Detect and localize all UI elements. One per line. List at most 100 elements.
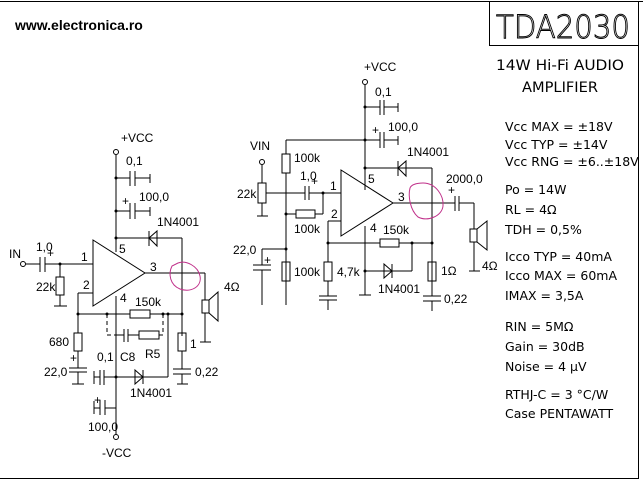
right-potentiometer-22k: 22k [237, 182, 271, 204]
spec-po: Po = 14W [505, 182, 566, 197]
left-circuit: +VCC 0,1 + 100,0 1 [9, 131, 240, 460]
svg-text:4Ω: 4Ω [224, 280, 240, 294]
right-diode-top: 1N4001 [365, 145, 449, 295]
right-cap-100: + 100,0 [365, 120, 418, 148]
title-box: TDA2030 [489, 1, 639, 47]
svg-text:4Ω: 4Ω [482, 259, 498, 273]
right-zobel: 1Ω 0,22 [423, 261, 468, 311]
svg-text:2000,0: 2000,0 [446, 172, 483, 186]
right-cap-0-1: 0,1 [365, 85, 399, 115]
svg-text:1N4001: 1N4001 [378, 282, 420, 296]
left-resistor-150k: 150k [129, 295, 162, 319]
spec-vcc-rng: Vcc RNG = ±6..±18V [505, 154, 639, 169]
svg-text:22k: 22k [237, 187, 257, 201]
svg-text:2: 2 [331, 207, 338, 221]
right-speaker: 4Ω [469, 219, 498, 273]
right-resistor-100k-bottom: 100k [281, 261, 321, 305]
svg-text:+: + [94, 393, 101, 407]
svg-text:1: 1 [81, 250, 88, 264]
svg-text:4: 4 [370, 221, 377, 235]
right-diode-bottom: 1N4001 [365, 243, 420, 296]
svg-text:+: + [311, 174, 318, 188]
spec-rin: RIN = 5MΩ [505, 319, 574, 334]
right-resistor-100k-mid: 100k [286, 193, 324, 236]
svg-text:+: + [448, 183, 455, 197]
svg-text:1N4001: 1N4001 [157, 215, 199, 229]
svg-text:4: 4 [120, 291, 127, 305]
svg-text:0,1: 0,1 [126, 154, 143, 168]
left-cap-100-bottom: + 100,0 [88, 393, 118, 434]
svg-text:+: + [70, 351, 77, 365]
svg-text:1Ω: 1Ω [441, 264, 457, 278]
left-in-label: IN [9, 247, 21, 261]
svg-text:1N4001: 1N4001 [130, 386, 172, 400]
svg-text:5: 5 [119, 242, 126, 256]
svg-text:0,22: 0,22 [195, 365, 219, 379]
svg-text:150k: 150k [383, 223, 410, 237]
svg-text:22,0: 22,0 [44, 365, 68, 379]
left-speaker: 4Ω [200, 280, 240, 343]
spec-rthj: RTHJ-C = 3 °C/W [505, 387, 608, 402]
svg-text:100,0: 100,0 [388, 120, 418, 134]
subtitle-line1: 14W Hi-Fi AUDIO [496, 58, 624, 74]
left-output-highlight [169, 261, 201, 291]
left-diode-top: 1N4001 [116, 215, 199, 336]
svg-text:2: 2 [83, 278, 90, 292]
spec-vcc-typ: Vcc TYP = ±14V [505, 137, 608, 152]
svg-text:3: 3 [150, 260, 157, 274]
right-circuit: +VCC 0,1 + 100,0 100k [233, 60, 498, 311]
svg-text:+: + [122, 194, 129, 208]
left-c8-r5-optional: C8 R5 [106, 314, 164, 364]
spec-rl: RL = 4Ω [505, 202, 557, 217]
svg-text:680: 680 [49, 335, 69, 349]
left-zobel: 1 0,22 [173, 314, 219, 385]
svg-text:R5: R5 [145, 347, 161, 361]
svg-text:100k: 100k [294, 222, 321, 236]
svg-text:+: + [372, 123, 379, 137]
svg-text:5: 5 [368, 172, 375, 186]
spec-gain: Gain = 30dB [505, 339, 585, 354]
svg-text:0,22: 0,22 [444, 292, 468, 306]
left-cap-22: + 22,0 [44, 351, 87, 385]
svg-text:+: + [47, 246, 54, 260]
svg-text:C8: C8 [120, 350, 136, 364]
spec-icco-max: Icco MAX = 60mA [505, 268, 617, 283]
left-vcc-neg-label: -VCC [102, 446, 132, 460]
right-vcc-pos-label: +VCC [364, 60, 397, 74]
spec-list: Vcc MAX = ±18V Vcc TYP = ±14V Vcc RNG = … [504, 119, 639, 421]
svg-text:100,0: 100,0 [139, 190, 169, 204]
svg-text:22,0: 22,0 [233, 243, 257, 257]
left-vcc-pos-terminal [113, 149, 119, 155]
left-cap-100: + 100,0 [116, 190, 169, 219]
svg-text:1: 1 [330, 179, 337, 193]
svg-text:1N4001: 1N4001 [407, 145, 449, 159]
spec-vcc-max: Vcc MAX = ±18V [505, 119, 613, 134]
right-resistor-4-7k: 4,7k [319, 261, 361, 310]
svg-text:4,7k: 4,7k [337, 265, 361, 279]
site-url: www.electronica.ro [14, 17, 143, 33]
left-cap-0-1: 0,1 [116, 154, 151, 186]
right-tda2030: 1 2 5 3 4 [330, 169, 405, 237]
spec-icco-typ: Icco TYP = 40mA [505, 249, 612, 264]
spec-imax: IMAX = 3,5A [505, 288, 584, 303]
right-vin-label: VIN [250, 139, 270, 153]
svg-text:100k: 100k [294, 151, 321, 165]
spec-tdh: TDH = 0,5% [504, 222, 582, 237]
svg-text:100k: 100k [294, 265, 321, 279]
left-resistor-680: 680 [49, 314, 83, 368]
svg-text:0,1: 0,1 [375, 85, 392, 99]
svg-text:100,0: 100,0 [88, 420, 118, 434]
svg-text:1: 1 [190, 337, 197, 351]
left-tda2030: 1 2 5 3 4 [81, 239, 157, 307]
spec-case: Case PENTAWATT [505, 406, 614, 421]
left-diode-bottom: 1N4001 [116, 314, 172, 400]
chip-title: TDA2030 [496, 8, 630, 46]
left-cap-0-1-bottom: 0,1 [93, 350, 116, 385]
right-output-highlight [408, 182, 444, 220]
svg-text:+: + [264, 253, 271, 267]
svg-text:3: 3 [398, 190, 405, 204]
left-vcc-pos-label: +VCC [121, 131, 154, 145]
right-resistor-150k: 150k [379, 223, 410, 248]
svg-text:22k: 22k [36, 280, 56, 294]
